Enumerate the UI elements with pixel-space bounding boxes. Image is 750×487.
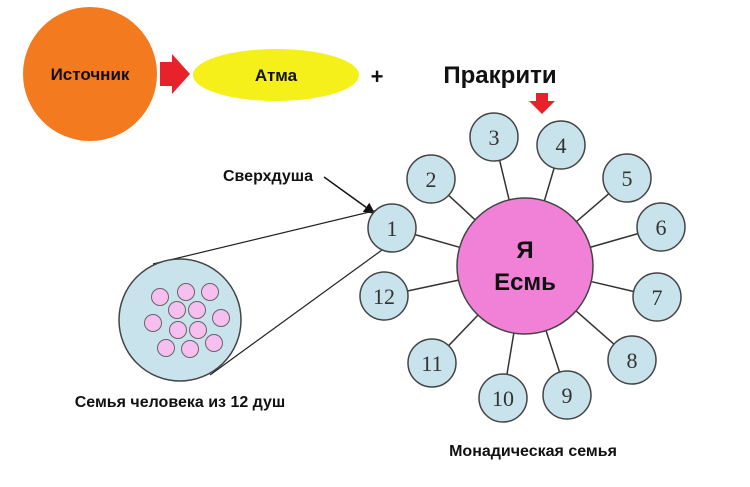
soul-circle-7 xyxy=(632,272,682,322)
source-circle xyxy=(23,7,157,141)
soul-circle-4 xyxy=(536,120,586,170)
soul-circle-12 xyxy=(359,271,409,321)
soul-number-7: 7 xyxy=(652,285,663,310)
soul-number-12: 12 xyxy=(373,284,395,309)
spoke-1 xyxy=(414,233,460,249)
spoke-8 xyxy=(575,310,615,345)
oversoul-label: Сверхдуша xyxy=(223,168,313,185)
cluster-soul-dot xyxy=(205,334,223,352)
arrow-right-icon xyxy=(160,54,190,94)
cluster-soul-dot xyxy=(188,301,206,319)
center-circle xyxy=(456,197,594,335)
oversoul-arrow xyxy=(323,176,376,214)
source-label: Источник xyxy=(51,65,130,84)
spoke-6 xyxy=(590,232,639,248)
spoke-5 xyxy=(575,193,610,223)
cluster-soul-dot xyxy=(177,283,195,301)
soul-circle-9 xyxy=(542,370,592,420)
cluster-soul-dot xyxy=(144,314,162,332)
spoke-4 xyxy=(543,167,555,202)
spoke-2 xyxy=(448,194,476,221)
cluster-soul-dot xyxy=(212,309,230,327)
atma-label: Атма xyxy=(255,66,298,85)
plus-sign: + xyxy=(371,64,384,89)
soul-number-1: 1 xyxy=(387,216,398,241)
soul-number-11: 11 xyxy=(421,351,442,376)
spoke-7 xyxy=(591,280,634,293)
soul-number-9: 9 xyxy=(562,383,573,408)
spoke-3 xyxy=(498,160,510,201)
spoke-10 xyxy=(506,332,515,375)
spoke-11 xyxy=(448,314,479,347)
soul-number-10: 10 xyxy=(492,386,514,411)
soul-number-6: 6 xyxy=(656,215,667,240)
cluster-soul-dot xyxy=(157,339,175,357)
cluster-soul-dot xyxy=(181,340,199,358)
soul-circle-5 xyxy=(602,153,652,203)
cluster-dots xyxy=(144,283,230,358)
soul-circle-10 xyxy=(478,373,528,423)
soul-number-5: 5 xyxy=(622,166,633,191)
cluster-soul-dot xyxy=(189,321,207,339)
human-family-label: Семья человека из 12 душ xyxy=(75,394,286,411)
cluster-soul-dot xyxy=(151,288,169,306)
soul-circle-6 xyxy=(636,202,686,252)
soul-number-3: 3 xyxy=(489,125,500,150)
soul-circle-1 xyxy=(367,203,417,253)
monadic-family-label: Монадическая семья xyxy=(449,443,617,460)
cluster-soul-dot xyxy=(201,283,219,301)
spokes xyxy=(407,160,639,375)
soul-circle-11 xyxy=(407,338,457,388)
zoom-line-bottom xyxy=(209,249,383,376)
cluster-soul-dot xyxy=(168,301,186,319)
cluster-soul-dot xyxy=(169,321,187,339)
center-line1: Я xyxy=(516,237,533,264)
arrow-down-icon xyxy=(529,93,555,114)
atma-ellipse xyxy=(193,49,359,101)
spoke-12 xyxy=(407,279,459,292)
spoke-9 xyxy=(545,330,561,373)
prakriti-label: Пракрити xyxy=(443,62,556,89)
soul-circle-3 xyxy=(469,112,519,162)
soul-circle-8 xyxy=(607,335,657,385)
soul-number-4: 4 xyxy=(556,133,567,158)
soul-number-2: 2 xyxy=(426,167,437,192)
soul-number-8: 8 xyxy=(627,348,638,373)
zoom-line-top xyxy=(152,208,383,265)
soul-circle-2 xyxy=(406,154,456,204)
center-line2: Есмь xyxy=(494,269,556,296)
